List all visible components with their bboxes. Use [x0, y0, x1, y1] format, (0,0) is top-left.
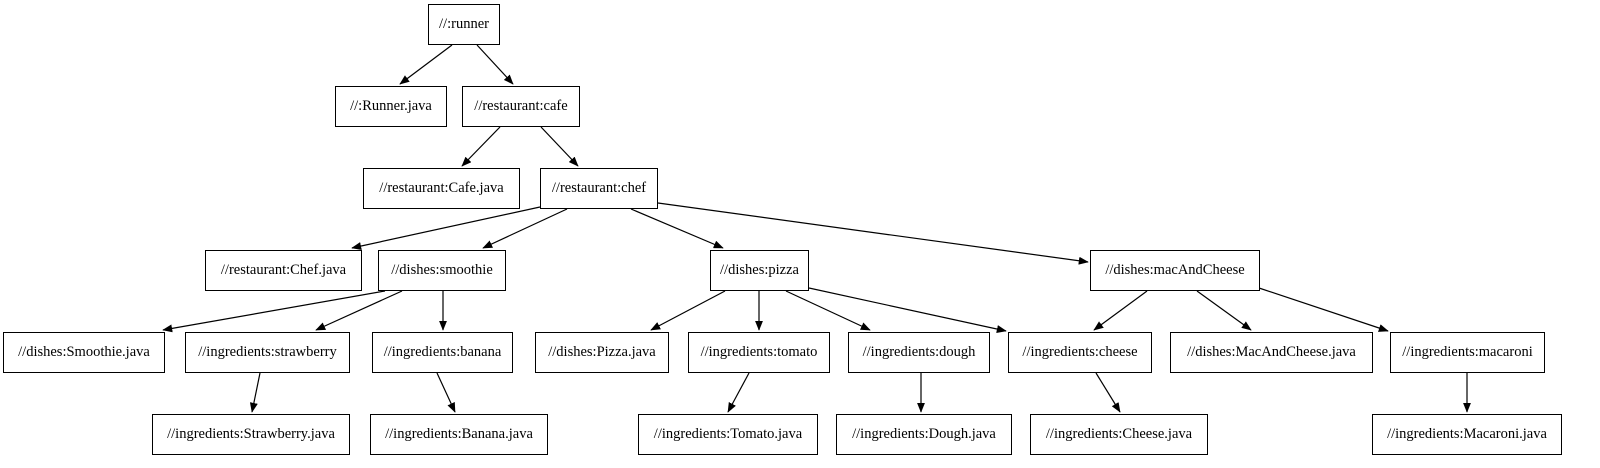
graph-node-label: //dishes:macAndCheese — [1105, 262, 1245, 279]
graph-node-runner-java[interactable]: //:Runner.java — [335, 86, 447, 127]
graph-node-banana-java[interactable]: //ingredients:Banana.java — [370, 414, 548, 455]
graph-node-label: //ingredients:dough — [862, 344, 976, 361]
graph-edge — [315, 290, 403, 331]
graph-edge — [351, 206, 541, 250]
graph-edge — [436, 372, 456, 413]
graph-node-macaroni-java[interactable]: //ingredients:Macaroni.java — [1372, 414, 1562, 455]
graph-edge — [249, 372, 261, 413]
graph-node-label: //restaurant:cafe — [474, 98, 568, 115]
graph-node-label: //ingredients:Tomato.java — [653, 426, 803, 443]
graph-node-runner[interactable]: //:runner — [428, 4, 500, 45]
graph-node-restaurant-chef[interactable]: //restaurant:chef — [540, 168, 658, 209]
graph-edge — [1095, 372, 1121, 413]
graph-node-label: //ingredients:Cheese.java — [1045, 426, 1193, 443]
graph-node-dishes-mac[interactable]: //dishes:macAndCheese — [1090, 250, 1260, 291]
graph-node-cheese-java[interactable]: //ingredients:Cheese.java — [1030, 414, 1208, 455]
graph-node-label: //restaurant:Cafe.java — [379, 180, 504, 197]
graph-node-strawberry-java[interactable]: //ingredients:Strawberry.java — [152, 414, 350, 455]
graph-node-label: //ingredients:macaroni — [1402, 344, 1533, 361]
graph-node-label: //ingredients:cheese — [1022, 344, 1138, 361]
graph-edge — [482, 208, 568, 249]
graph-node-ing-cheese[interactable]: //ingredients:cheese — [1008, 332, 1152, 373]
graph-node-label: //restaurant:Chef.java — [220, 262, 347, 279]
graph-node-ing-macaroni[interactable]: //ingredients:macaroni — [1390, 332, 1545, 373]
graph-node-label: //ingredients:tomato — [700, 344, 818, 361]
graph-node-ing-tomato[interactable]: //ingredients:tomato — [688, 332, 830, 373]
graph-node-label: //dishes:Pizza.java — [548, 344, 656, 361]
graph-node-tomato-java[interactable]: //ingredients:Tomato.java — [638, 414, 818, 455]
graph-edge — [630, 208, 724, 249]
graph-node-label: //ingredients:Macaroni.java — [1387, 426, 1547, 443]
graph-edge — [650, 290, 726, 331]
graph-edge — [1196, 290, 1252, 331]
graph-edge — [785, 290, 871, 331]
graph-node-dishes-smoothie[interactable]: //dishes:smoothie — [378, 250, 506, 291]
graph-node-label: //dishes:Smoothie.java — [18, 344, 150, 361]
graph-node-label: //:Runner.java — [350, 98, 432, 115]
graph-node-label: //ingredients:Dough.java — [852, 426, 996, 443]
graph-edge — [1093, 290, 1148, 331]
graph-node-label: //ingredients:strawberry — [198, 344, 337, 361]
graph-node-pizza-java[interactable]: //dishes:Pizza.java — [535, 332, 669, 373]
graph-node-label: //ingredients:banana — [383, 344, 502, 361]
graph-node-dishes-pizza[interactable]: //dishes:pizza — [710, 250, 809, 291]
graph-node-chef-java[interactable]: //restaurant:Chef.java — [205, 250, 362, 291]
graph-node-label: //dishes:MacAndCheese.java — [1187, 344, 1356, 361]
graph-node-cafe-java[interactable]: //restaurant:Cafe.java — [363, 168, 520, 209]
graph-node-dough-java[interactable]: //ingredients:Dough.java — [836, 414, 1012, 455]
graph-node-label: //:runner — [439, 16, 489, 33]
graph-edge — [727, 372, 750, 413]
graph-node-mac-java[interactable]: //dishes:MacAndCheese.java — [1170, 332, 1373, 373]
graph-node-smoothie-java[interactable]: //dishes:Smoothie.java — [3, 332, 165, 373]
graph-node-ing-dough[interactable]: //ingredients:dough — [848, 332, 990, 373]
graph-node-label: //restaurant:chef — [551, 180, 647, 197]
graph-edge — [399, 44, 453, 85]
graph-node-label: //ingredients:Banana.java — [385, 426, 533, 443]
graph-edge — [162, 290, 386, 333]
graph-edge — [476, 44, 514, 85]
graph-edge — [540, 126, 579, 167]
graph-edge — [461, 126, 501, 167]
graph-node-label: //ingredients:Strawberry.java — [167, 426, 335, 443]
graph-edge — [1258, 287, 1389, 332]
graph-edge — [808, 287, 1007, 333]
graph-node-restaurant-cafe[interactable]: //restaurant:cafe — [462, 86, 580, 127]
graph-node-label: //dishes:pizza — [720, 262, 799, 279]
graph-node-ing-strawberry[interactable]: //ingredients:strawberry — [185, 332, 350, 373]
graph-node-ing-banana[interactable]: //ingredients:banana — [372, 332, 513, 373]
graph-node-label: //dishes:smoothie — [391, 262, 493, 279]
